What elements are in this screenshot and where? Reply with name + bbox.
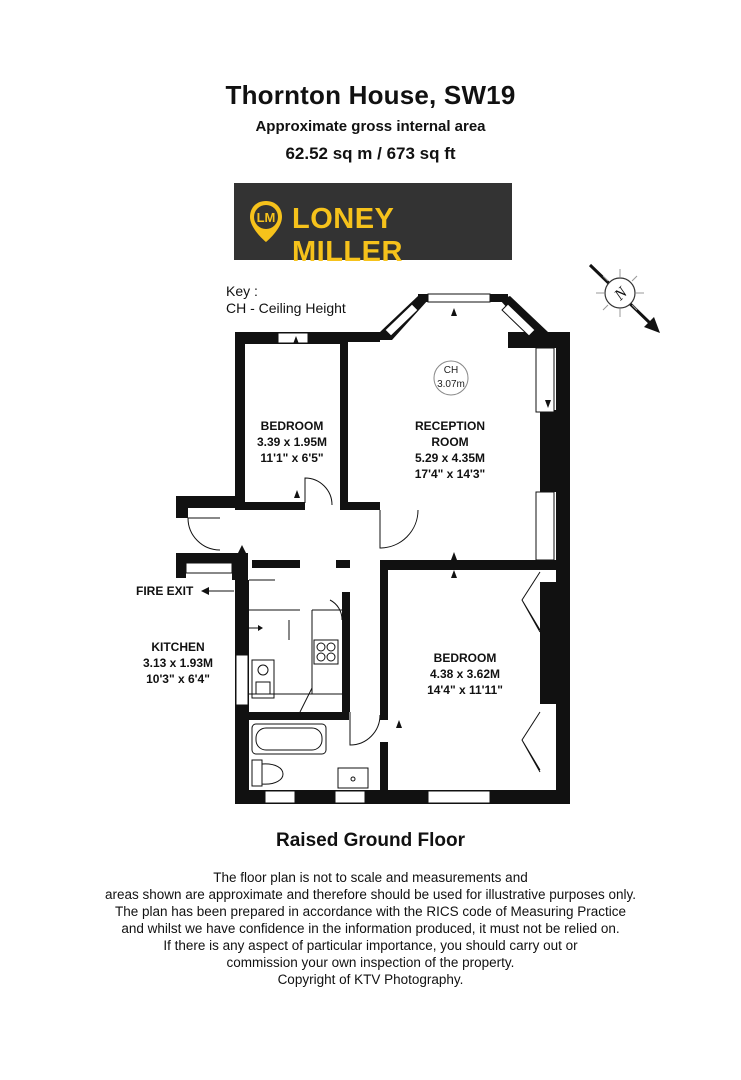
key-entry: CH - Ceiling Height (226, 300, 346, 316)
key-title: Key : (226, 283, 258, 299)
page-title: Thornton House, SW19 (225, 80, 516, 110)
logo-initials: LM (257, 210, 276, 225)
fixtures (249, 609, 369, 789)
fire-exit-label: FIRE EXIT (136, 584, 194, 598)
room-metric: 5.29 x 4.35M (414, 451, 486, 465)
windows (185, 293, 555, 804)
disclaimer-line: The plan has been prepared in accordance… (114, 904, 627, 919)
room-imperial: 17'4" x 14'3" (414, 467, 486, 481)
area-subtitle: Approximate gross internal area (255, 118, 486, 135)
agency-logo: LM LONEY MILLER (234, 183, 512, 268)
ceiling-height-value: 3.07m (437, 379, 465, 390)
ceiling-height-label: CH (444, 365, 458, 376)
disclaimer-line: and whilst we have confidence in the inf… (121, 921, 620, 936)
doors (187, 477, 541, 773)
room-name-line2: ROOM (431, 435, 469, 449)
room-label-reception: RECEPTION ROOM 5.29 x 4.35M 17'4" x 14'3… (395, 418, 505, 482)
disclaimer-line: If there is any aspect of particular imp… (163, 938, 578, 953)
disclaimer-line: commission your own inspection of the pr… (226, 955, 515, 970)
room-metric: 4.38 x 3.62M (429, 667, 501, 681)
logo-wordmark: LONEY MILLER (292, 203, 403, 268)
room-label-kitchen: KITCHEN 3.13 x 1.93M 10'3" x 6'4" (132, 639, 224, 687)
disclaimer-line: Copyright of KTV Photography. (277, 972, 464, 987)
room-name: KITCHEN (151, 640, 205, 654)
room-label-bedroom-1: BEDROOM 3.39 x 1.95M 11'1" x 6'5" (242, 418, 342, 466)
walls (176, 294, 570, 804)
room-name: BEDROOM (260, 419, 324, 433)
room-imperial: 14'4" x 11'11" (427, 683, 503, 697)
disclaimer-line: The floor plan is not to scale and measu… (213, 870, 528, 885)
ceiling-height-marker (433, 360, 469, 396)
gross-area: 62.52 sq m / 673 sq ft (285, 144, 456, 163)
floor-name: Raised Ground Floor (276, 830, 465, 851)
disclaimer-line: areas shown are approximate and therefor… (104, 887, 637, 902)
north-compass-icon: N (588, 263, 660, 333)
room-metric: 3.39 x 1.95M (256, 435, 328, 449)
plan-key: Key : CH - Ceiling Height (226, 283, 346, 317)
room-imperial: 10'3" x 6'4" (146, 672, 210, 686)
floor-plan: CH 3.07m (176, 293, 570, 804)
room-name: BEDROOM (433, 651, 497, 665)
dimension-marks (201, 308, 551, 728)
room-imperial: 11'1" x 6'5" (260, 451, 324, 465)
room-metric: 3.13 x 1.93M (142, 656, 214, 670)
disclaimer: The floor plan is not to scale and measu… (0, 869, 741, 988)
room-name: RECEPTION (414, 419, 485, 433)
map-pin-icon: LM (250, 201, 282, 242)
room-label-bedroom-2: BEDROOM 4.38 x 3.62M 14'4" x 11'11" (405, 650, 525, 698)
